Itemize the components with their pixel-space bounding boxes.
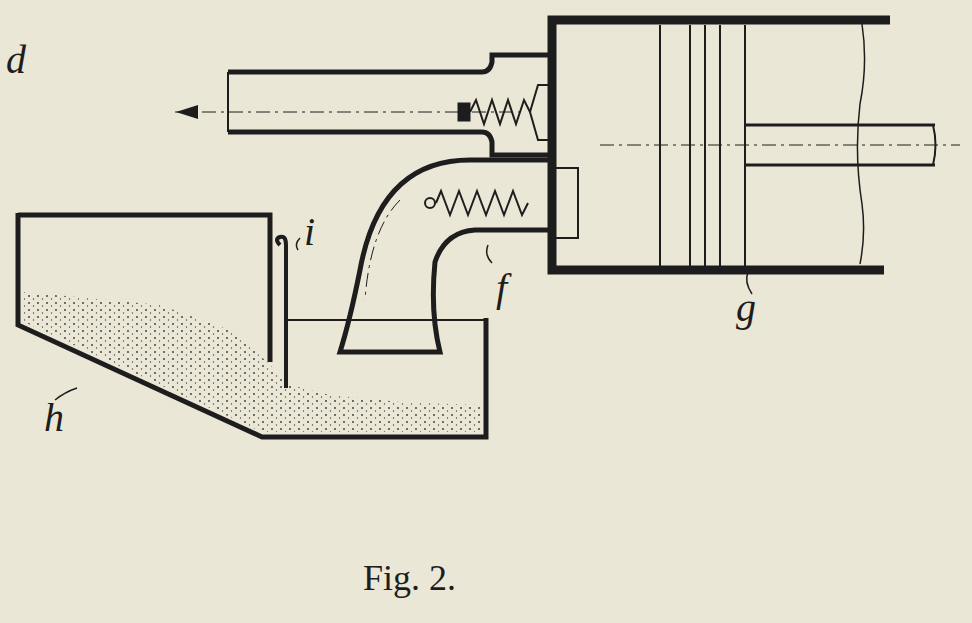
flow-arrow xyxy=(176,105,198,119)
figure-caption: Fig. 2. xyxy=(363,560,456,596)
hopper xyxy=(18,213,486,437)
leader-line xyxy=(487,245,492,263)
intake-pipe xyxy=(340,160,552,352)
leader-line xyxy=(296,238,300,250)
intake-valve xyxy=(550,168,578,238)
discharge-spring xyxy=(470,100,530,124)
part-letter: h xyxy=(44,398,64,438)
center-line xyxy=(600,145,960,146)
partition xyxy=(277,237,286,388)
discharge-valve xyxy=(530,85,552,140)
part-letter: g xyxy=(736,288,756,328)
part-letter: i xyxy=(304,212,315,252)
break-line xyxy=(857,24,864,264)
intake-spring xyxy=(436,191,528,215)
part-letter: d xyxy=(6,40,26,80)
discharge-pipe xyxy=(228,55,548,155)
powder xyxy=(24,292,480,432)
valve-stem xyxy=(458,103,470,121)
part-letter: f xyxy=(496,268,507,308)
